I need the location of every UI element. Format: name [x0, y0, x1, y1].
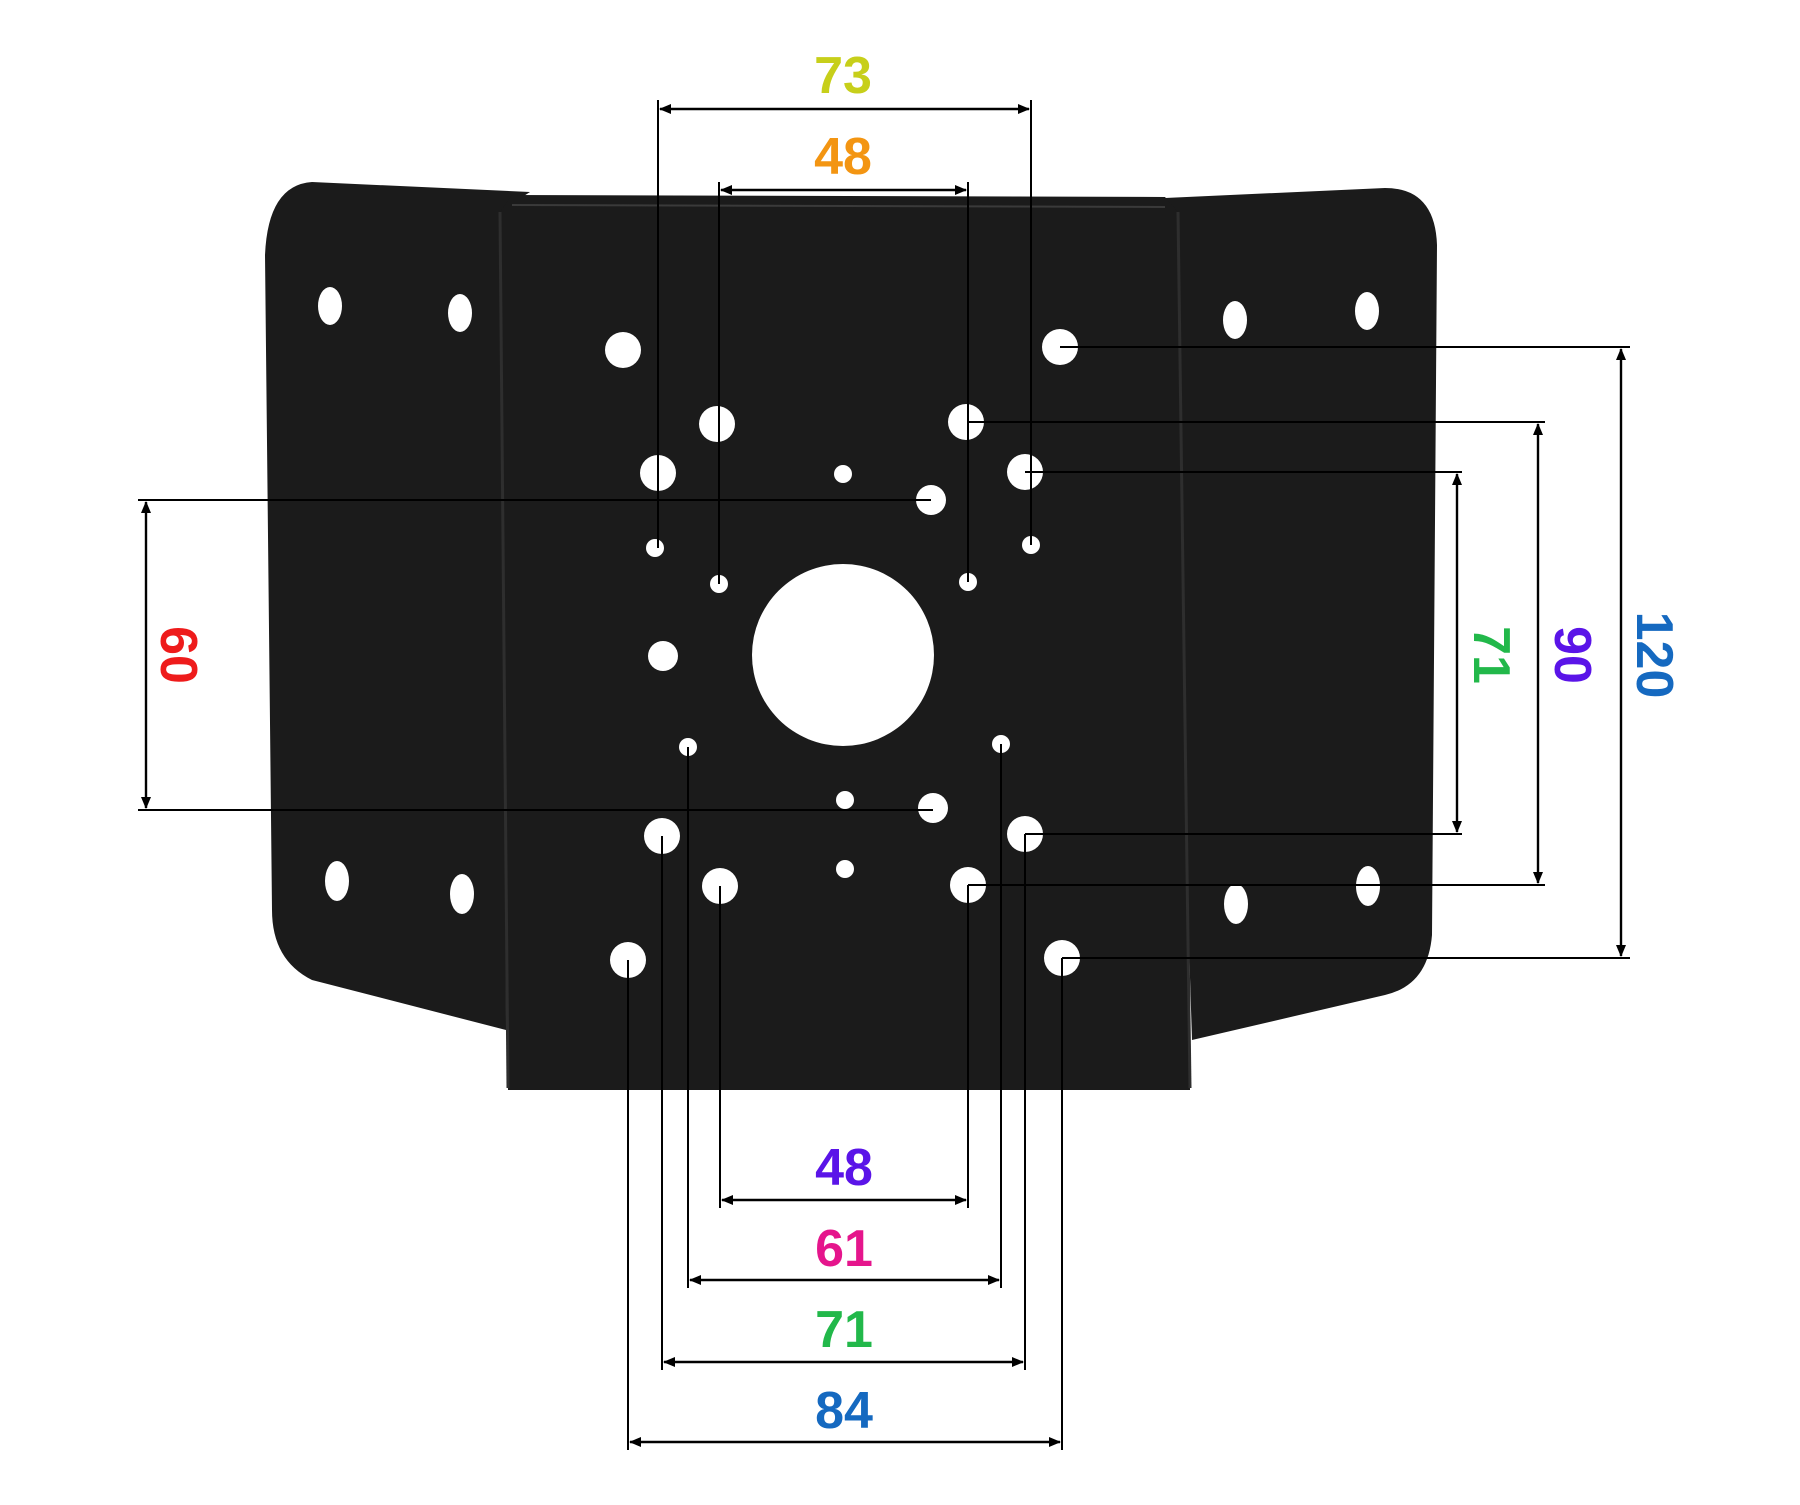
- dim-label-bottom-48: 48: [815, 1139, 873, 1197]
- flange-hole: [318, 287, 342, 325]
- dim-label-top-48: 48: [814, 128, 872, 186]
- plate-hole: [646, 539, 664, 557]
- dim-label-top-73: 73: [814, 47, 872, 105]
- bracket-right-flange: [1165, 188, 1437, 1040]
- plate-hole: [834, 465, 852, 483]
- flange-hole: [448, 294, 472, 332]
- dimension-labels: 73 48 48 61 71 84 60 71 90 120: [149, 47, 1683, 1440]
- plate-hole: [605, 332, 641, 368]
- dim-label-bottom-84: 84: [815, 1382, 873, 1440]
- flange-hole: [450, 874, 474, 914]
- plate-hole: [699, 406, 735, 442]
- plate-hole: [648, 641, 678, 671]
- bracket-left-flange: [265, 182, 530, 1030]
- dim-label-right-71: 71: [1462, 626, 1520, 684]
- plate-hole: [836, 791, 854, 809]
- dim-label-right-120: 120: [1625, 612, 1683, 699]
- flange-hole: [1223, 301, 1247, 339]
- dim-label-bottom-61: 61: [815, 1220, 873, 1278]
- flange-hole: [1224, 884, 1248, 924]
- bracket: [265, 182, 1437, 1090]
- center-cable-hole: [752, 564, 934, 746]
- dim-label-bottom-71: 71: [815, 1301, 873, 1359]
- dim-label-left-60: 60: [149, 626, 207, 684]
- dim-label-right-90: 90: [1543, 626, 1601, 684]
- flange-hole: [1355, 292, 1379, 330]
- plate-hole: [836, 860, 854, 878]
- plate-hole: [948, 404, 984, 440]
- plate-hole: [918, 793, 948, 823]
- dimension-lines: [138, 100, 1630, 1450]
- flange-hole: [325, 861, 349, 901]
